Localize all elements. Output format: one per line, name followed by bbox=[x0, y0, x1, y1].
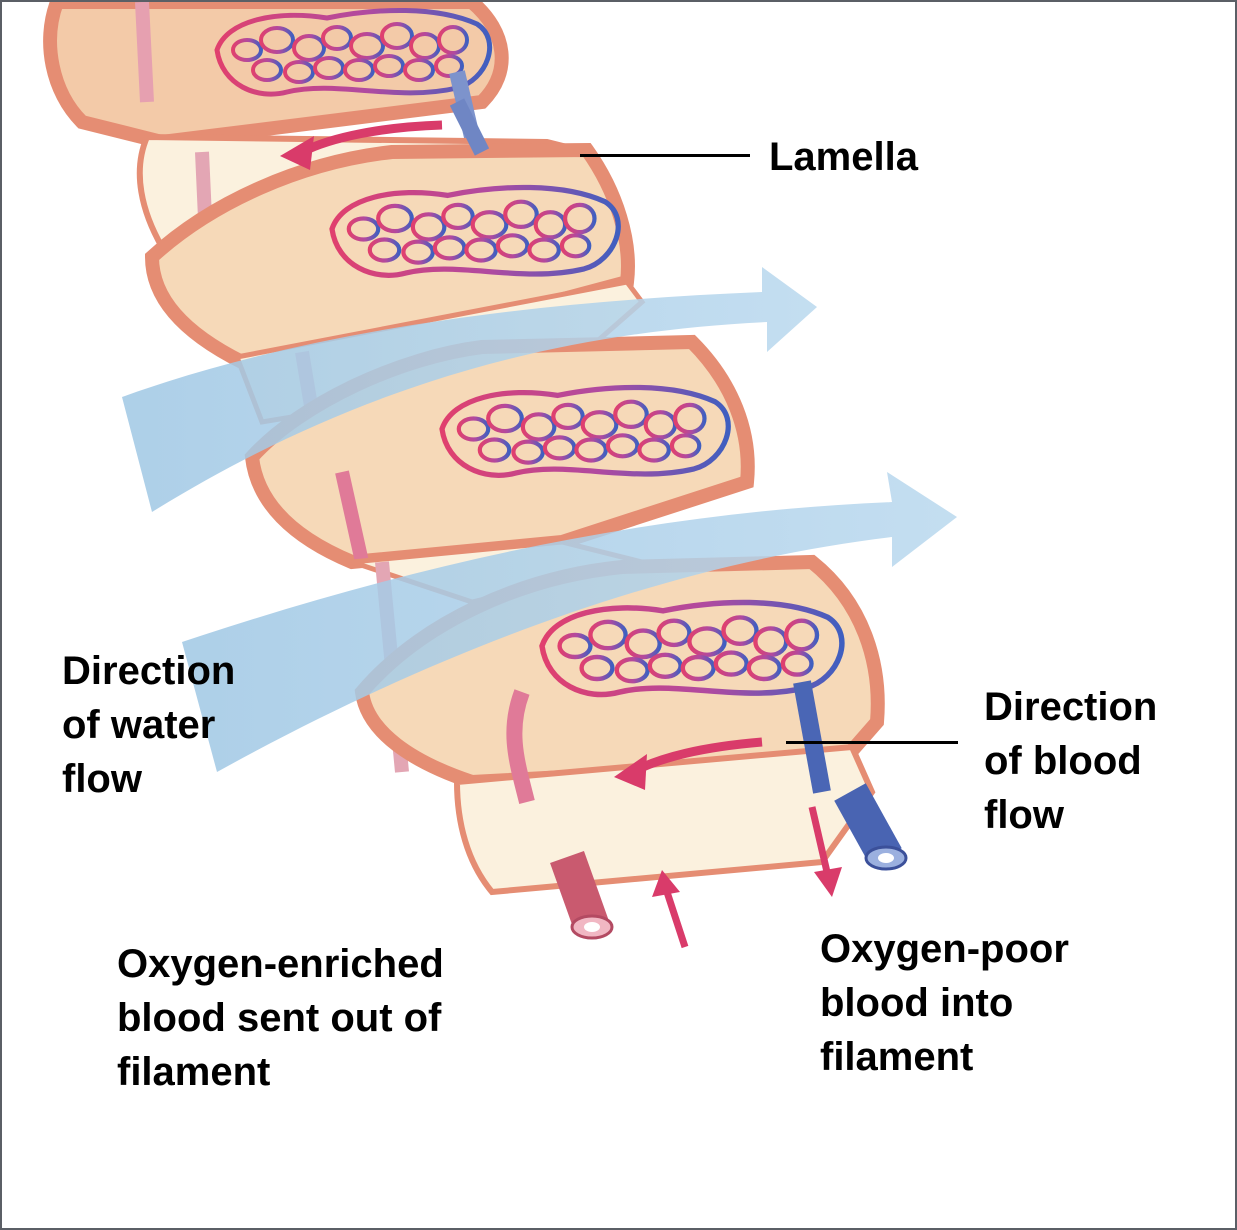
label-blood-flow: Direction of blood flow bbox=[984, 680, 1157, 842]
oxygen-poor-vessel bbox=[850, 792, 906, 869]
blood-flow-leader-line bbox=[786, 741, 958, 744]
label-oxygen-poor: Oxygen-poor blood into filament bbox=[820, 922, 1069, 1084]
lamella-leader-line bbox=[580, 154, 750, 157]
label-oxygen-enriched: Oxygen-enriched blood sent out of filame… bbox=[117, 937, 444, 1099]
outflow-arrow bbox=[652, 870, 685, 947]
label-lamella: Lamella bbox=[769, 130, 918, 184]
label-water-flow: Direction of water flow bbox=[62, 644, 235, 806]
